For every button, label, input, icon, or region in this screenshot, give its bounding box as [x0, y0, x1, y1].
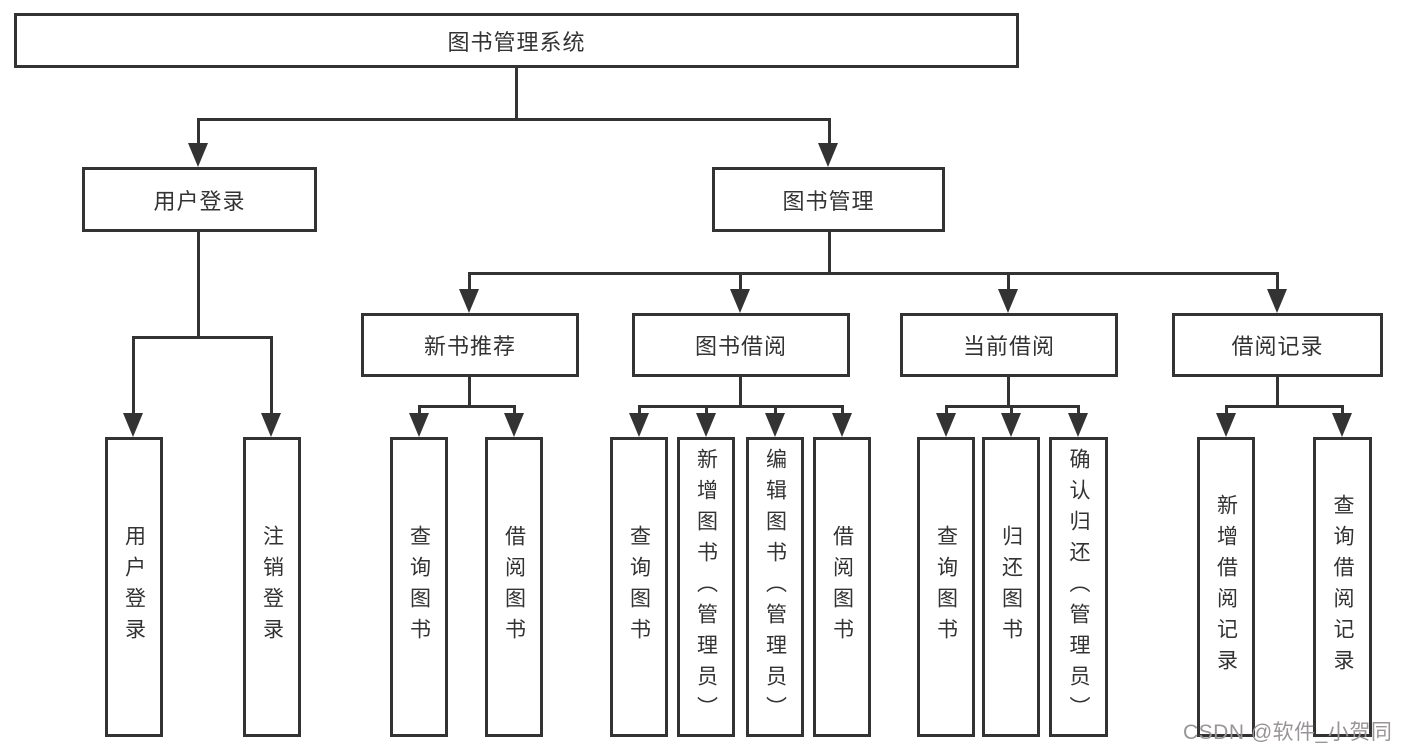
node-current-borrowing: 当前借阅: [900, 313, 1118, 377]
connector-line: [638, 405, 641, 415]
leaf-label: 查询借阅记录: [1331, 494, 1354, 680]
connector-line: [774, 405, 777, 415]
node-label: 图书管理系统: [447, 29, 586, 55]
leaf-label: 查询图书: [627, 525, 651, 649]
leaf-label: 用户登录: [122, 525, 146, 649]
connector-line: [197, 118, 830, 121]
node-label: 借阅记录: [1231, 334, 1324, 359]
node-user-login: 用户登录: [82, 167, 317, 232]
connector-line: [739, 272, 742, 292]
connector-line: [828, 232, 831, 274]
arrow-down-icon: [1001, 413, 1021, 437]
leaf-label: 注销登录: [260, 525, 284, 649]
connector-line: [828, 118, 831, 148]
leaf-borrow-query-books: 查询图书: [610, 437, 668, 737]
node-label: 图书管理: [782, 188, 875, 214]
connector-line: [468, 272, 471, 292]
watermark-csdn: CSDN @软件_小贺同学: [1183, 721, 1393, 744]
arrow-down-icon: [409, 413, 429, 437]
connector-line: [270, 336, 273, 416]
leaf-borrow-add-books-admin: 新增图书（管理员）: [677, 437, 735, 737]
connector-line: [1077, 405, 1080, 415]
arrow-down-icon: [504, 413, 524, 437]
connector-line: [1007, 272, 1010, 292]
connector-line: [638, 405, 844, 408]
leaf-label: 归还图书: [999, 525, 1023, 649]
leaf-label: 查询图书: [407, 525, 431, 649]
node-library-system: 图书管理系统: [14, 13, 1019, 68]
leaf-current-query-books: 查询图书: [917, 437, 975, 737]
connector-line: [705, 405, 708, 415]
connector-line: [197, 232, 200, 338]
arrow-down-icon: [818, 143, 838, 167]
arrow-down-icon: [696, 413, 716, 437]
connector-line: [945, 405, 948, 415]
connector-line: [1010, 405, 1013, 415]
leaf-label: 新增图书（管理员）: [694, 447, 718, 727]
connector-line: [1276, 272, 1279, 292]
arrow-down-icon: [629, 413, 649, 437]
leaf-label: 编辑图书（管理员）: [763, 447, 787, 727]
connector-line: [132, 336, 135, 416]
connector-line: [418, 405, 421, 415]
leaf-current-confirm-return-admin: 确认归还（管理员）: [1049, 437, 1108, 737]
connector-line: [468, 377, 471, 407]
leaf-records-add-record: 新增借阅记录: [1197, 437, 1255, 737]
arrow-down-icon: [1332, 413, 1352, 437]
connector-line: [132, 336, 273, 339]
arrow-down-icon: [1216, 413, 1236, 437]
node-label: 新书推荐: [423, 334, 516, 359]
leaf-borrow-borrow-books: 借阅图书: [813, 437, 871, 737]
node-book-borrowing: 图书借阅: [632, 313, 850, 377]
leaf-label: 确认归还（管理员）: [1067, 447, 1090, 727]
connector-line: [1225, 405, 1228, 415]
arrow-down-icon: [832, 413, 852, 437]
connector-line: [1007, 377, 1010, 407]
leaf-label: 查询图书: [934, 525, 958, 649]
leaf-user-login: 用户登录: [105, 437, 163, 737]
arrow-down-icon: [188, 143, 208, 167]
leaf-logout: 注销登录: [243, 437, 301, 737]
leaf-current-return-books: 归还图书: [982, 437, 1040, 737]
leaf-newrec-query-books: 查询图书: [390, 437, 448, 737]
leaf-label: 新增借阅记录: [1214, 494, 1238, 680]
connector-line: [197, 118, 200, 148]
leaf-borrow-edit-books-admin: 编辑图书（管理员）: [746, 437, 804, 737]
arrow-down-icon: [459, 289, 479, 313]
connector-line: [515, 68, 518, 120]
node-book-management: 图书管理: [712, 167, 945, 232]
node-label: 用户登录: [153, 188, 246, 214]
connector-line: [841, 405, 844, 415]
arrow-down-icon: [730, 289, 750, 313]
arrow-down-icon: [261, 413, 281, 437]
node-new-book-recommendation: 新书推荐: [361, 313, 579, 377]
arrow-down-icon: [1267, 289, 1287, 313]
arrow-down-icon: [998, 289, 1018, 313]
leaf-label: 借阅图书: [502, 525, 526, 649]
arrow-down-icon: [765, 413, 785, 437]
connector-line: [1341, 405, 1344, 415]
arrow-down-icon: [1068, 413, 1088, 437]
node-label: 当前借阅: [962, 334, 1055, 359]
connector-line: [418, 405, 516, 408]
leaf-newrec-borrow-books: 借阅图书: [485, 437, 543, 737]
node-borrowing-records: 借阅记录: [1172, 313, 1383, 377]
leaf-records-query-record: 查询借阅记录: [1313, 437, 1372, 737]
node-label: 图书借阅: [694, 334, 787, 359]
leaf-label: 借阅图书: [830, 525, 854, 649]
arrow-down-icon: [936, 413, 956, 437]
connector-line: [739, 377, 742, 407]
connector-line: [468, 272, 1279, 275]
connector-line: [1276, 377, 1279, 407]
arrow-down-icon: [123, 413, 143, 437]
connector-line: [1225, 405, 1344, 408]
connector-line: [513, 405, 516, 415]
